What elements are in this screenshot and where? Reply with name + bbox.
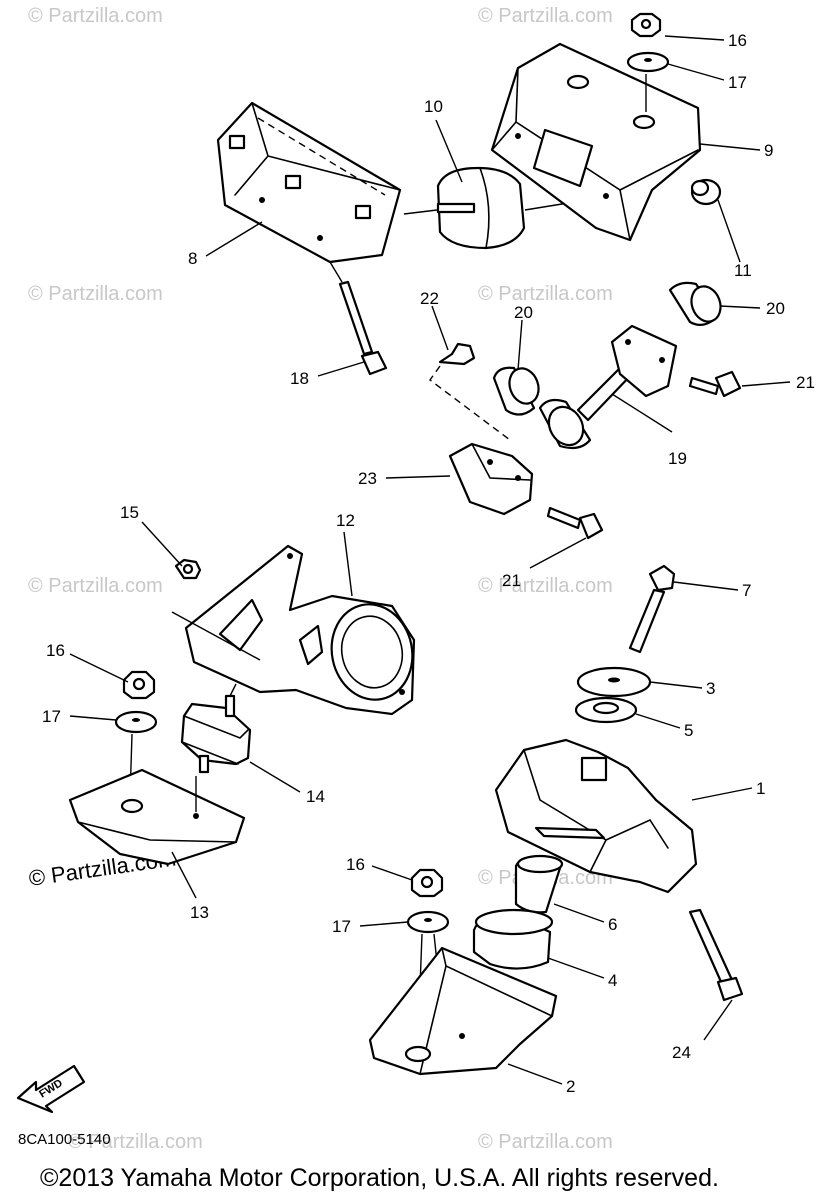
- part-16-nut-bottom: [410, 868, 444, 898]
- callout-16-top: 16: [728, 31, 747, 50]
- part-21-bolt-lower: [546, 506, 604, 540]
- part-22-bolt: [429, 342, 511, 441]
- part-4-bushing: [472, 908, 554, 970]
- part-21-bolt-upper: [688, 370, 742, 398]
- callout-6: 6: [608, 915, 617, 934]
- part-9-bracket: [490, 42, 702, 242]
- callout-19: 19: [668, 449, 687, 468]
- callout-16-bottom: 16: [346, 855, 365, 874]
- callout-9: 9: [764, 141, 773, 160]
- callout-1: 1: [756, 779, 765, 798]
- part-2-bracket: [368, 946, 558, 1076]
- diagram-code: 8CA100-5140: [18, 1131, 111, 1148]
- fwd-arrow-icon: FWD: [16, 1064, 86, 1114]
- part-5-washer: [574, 696, 638, 724]
- callout-14: 14: [306, 787, 325, 806]
- watermark: © Partzilla.com: [478, 575, 613, 597]
- callout-17-bottom: 17: [332, 917, 351, 936]
- callout-20-right: 20: [766, 299, 785, 318]
- part-20-bushing-right: [668, 281, 722, 327]
- callout-2: 2: [566, 1077, 575, 1096]
- part-15-nut: [174, 558, 202, 580]
- part-3-washer: [576, 666, 652, 698]
- callout-21-lower: 21: [502, 571, 521, 590]
- callout-10: 10: [424, 97, 443, 116]
- part-7-bolt: [628, 564, 676, 654]
- part-8-bracket: [216, 101, 402, 264]
- callout-numbers: 1 2 3 4 5 6 7 8 9 10 11 12 13 14 15 16 1…: [42, 31, 815, 1096]
- part-6-spacer: [514, 854, 564, 914]
- part-17-washer-left: [114, 710, 158, 799]
- copyright-notice: ©2013 Yamaha Motor Corporation, U.S.A. A…: [40, 1164, 719, 1192]
- callout-22: 22: [420, 289, 439, 308]
- callout-8: 8: [188, 249, 197, 268]
- callout-leaders: [69, 35, 791, 1085]
- part-24-bolt: [688, 908, 744, 1002]
- part-10-mount: [403, 166, 606, 250]
- callout-15: 15: [120, 503, 139, 522]
- watermark: © Partzilla.com: [478, 283, 613, 305]
- callout-17-left: 17: [42, 707, 61, 726]
- watermark: © Partzilla.com: [478, 5, 613, 27]
- callout-23: 23: [358, 469, 377, 488]
- callout-17-top: 17: [728, 73, 747, 92]
- callout-11: 11: [734, 261, 752, 280]
- part-1-bracket: [494, 738, 698, 894]
- part-18-bolt: [329, 261, 388, 376]
- callout-21-upper: 21: [796, 373, 815, 392]
- callout-18: 18: [290, 369, 309, 388]
- watermark: © Partzilla.com: [28, 575, 163, 597]
- part-12-bracket: [171, 544, 416, 716]
- part-23-bracket: [448, 442, 534, 516]
- part-17-washer-top: [626, 51, 670, 112]
- callout-12: 12: [336, 511, 355, 530]
- part-19-rod: [538, 324, 678, 450]
- watermark: © Partzilla.com: [68, 1131, 203, 1153]
- watermark: © Partzilla.com: [478, 1131, 613, 1153]
- watermark: © Partzilla.com: [28, 283, 163, 305]
- part-16-nut-left: [122, 670, 156, 700]
- part-13-plate: [68, 768, 246, 866]
- watermark: © Partzilla.com: [28, 5, 163, 27]
- callout-13: 13: [190, 903, 209, 922]
- part-16-nut-top: [630, 12, 662, 38]
- callout-7: 7: [742, 581, 751, 600]
- callout-16-left: 16: [46, 641, 65, 660]
- part-14-mount: [180, 683, 252, 774]
- callout-4: 4: [608, 971, 617, 990]
- callout-3: 3: [706, 679, 715, 698]
- callout-5: 5: [684, 721, 693, 740]
- callout-24: 24: [672, 1043, 691, 1062]
- part-11-bushing: [690, 178, 722, 206]
- callout-20-left: 20: [514, 303, 533, 322]
- part-20-bushing-left: [492, 366, 540, 416]
